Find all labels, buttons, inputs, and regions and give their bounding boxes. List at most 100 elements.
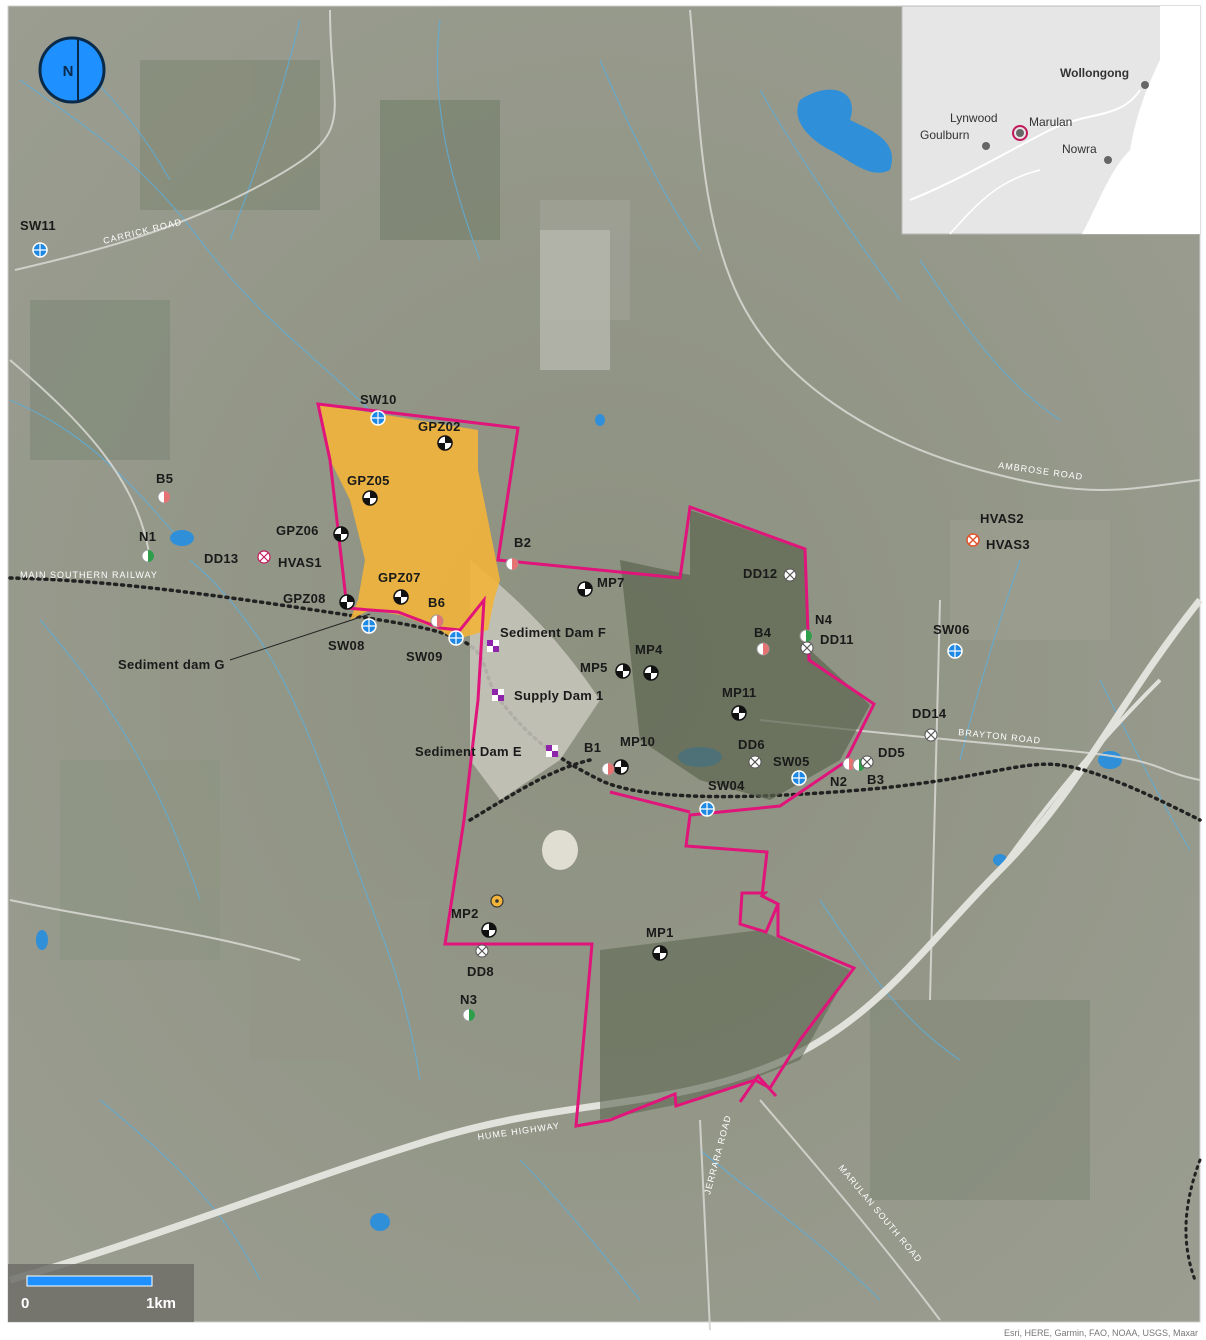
surface-water-marker[interactable]	[448, 630, 464, 646]
groundwater-marker[interactable]	[339, 594, 355, 610]
label-sw04: SW04	[708, 778, 745, 793]
mp-marker[interactable]	[481, 922, 497, 938]
inset-label-goulburn: Goulburn	[920, 128, 969, 142]
mp-marker[interactable]	[652, 945, 668, 961]
surface-water-marker[interactable]	[370, 410, 386, 426]
groundwater-marker[interactable]	[393, 589, 409, 605]
monitoring-point-markers	[333, 435, 747, 961]
hvas-marker[interactable]	[966, 533, 980, 547]
dam-marker[interactable]	[546, 745, 558, 757]
surface-water-marker[interactable]	[699, 801, 715, 817]
locator-inset-map[interactable]: Wollongong Lynwood Marulan Goulburn Nowr…	[901, 5, 1201, 235]
label-dd8: DD8	[467, 964, 494, 979]
surface-water-markers	[32, 242, 963, 817]
mp-marker[interactable]	[613, 759, 629, 775]
dust-marker[interactable]	[748, 755, 762, 769]
label-dd12: DD12	[743, 566, 777, 581]
dust-marker[interactable]	[783, 568, 797, 582]
label-dd11: DD11	[820, 632, 854, 647]
label-mp10: MP10	[620, 734, 655, 749]
label-mp5: MP5	[580, 660, 608, 675]
north-label: N	[63, 63, 74, 80]
label-sw11: SW11	[20, 218, 56, 233]
noise-marker[interactable]	[799, 629, 813, 643]
carrick-road-line	[14, 9, 336, 271]
scale-end-label: 1km	[146, 1295, 176, 1312]
noise-markers	[141, 549, 866, 1022]
label-b5: B5	[156, 471, 173, 486]
label-gpz02: GPZ02	[418, 419, 461, 434]
surface-water-marker[interactable]	[32, 242, 48, 258]
mp-marker[interactable]	[731, 705, 747, 721]
north-arrow: N	[38, 36, 106, 104]
label-b1: B1	[584, 740, 601, 755]
dam-marker[interactable]	[492, 689, 504, 701]
blast-markers	[157, 490, 856, 776]
surface-water-marker[interactable]	[947, 643, 963, 659]
inset-label-marulan: Marulan	[1029, 115, 1072, 129]
dam-marker[interactable]	[487, 640, 499, 652]
scale-bar-fill	[26, 1275, 153, 1287]
label-hvas1: HVAS1	[278, 555, 322, 570]
blast-marker[interactable]	[756, 642, 770, 656]
scale-bar: 0 1km	[8, 1264, 194, 1322]
label-n2: N2	[830, 774, 847, 789]
label-n4: N4	[815, 612, 833, 627]
label-b6: B6	[428, 595, 445, 610]
label-b4: B4	[754, 625, 772, 640]
label-sw08: SW08	[328, 638, 365, 653]
label-gpz08: GPZ08	[283, 591, 326, 606]
dust-marker[interactable]	[257, 550, 271, 564]
label-gpz07: GPZ07	[378, 570, 421, 585]
groundwater-marker[interactable]	[437, 435, 453, 451]
dust-marker[interactable]	[475, 944, 489, 958]
mp-marker[interactable]	[577, 581, 593, 597]
label-dd5: DD5	[878, 745, 905, 760]
label-b2: B2	[514, 535, 531, 550]
inset-dot-goulburn	[982, 142, 990, 150]
surface-water-marker[interactable]	[361, 618, 377, 634]
sediment-dam-g-leader	[229, 613, 371, 661]
dust-deposition-markers	[257, 533, 980, 958]
label-gpz05: GPZ05	[347, 473, 390, 488]
label-dd13: DD13	[204, 551, 238, 566]
label-mp1: MP1	[646, 925, 674, 940]
label-n1: N1	[139, 529, 156, 544]
project-boundary	[316, 402, 876, 1128]
dust-marker[interactable]	[860, 755, 874, 769]
label-b3: B3	[867, 772, 884, 787]
inset-ocean	[1082, 6, 1200, 234]
label-mp7: MP7	[597, 575, 625, 590]
label-hvas2: HVAS2	[980, 511, 1024, 526]
blast-marker[interactable]	[430, 614, 444, 628]
label-supply-dam-1: Supply Dam 1	[514, 688, 604, 703]
mp-marker[interactable]	[615, 663, 631, 679]
scale-start-label: 0	[21, 1295, 29, 1312]
blast-marker[interactable]	[505, 557, 519, 571]
label-mp2: MP2	[451, 906, 479, 921]
dust-marker[interactable]	[924, 728, 938, 742]
blast-marker[interactable]	[157, 490, 171, 504]
label-hvas3: HVAS3	[986, 537, 1030, 552]
label-mp11: MP11	[722, 685, 756, 700]
blast-marker[interactable]	[601, 762, 615, 776]
dam-markers	[487, 640, 558, 757]
orange-target-marker[interactable]	[490, 894, 504, 908]
label-sed-dam-f: Sediment Dam F	[500, 625, 606, 640]
label-sed-dam-g: Sediment dam G	[118, 657, 225, 672]
surface-water-marker[interactable]	[791, 770, 807, 786]
site-labels: SW11 SW10 GPZ02 GPZ05 B5 GPZ06 N1 DD13 H…	[20, 218, 1030, 1007]
noise-marker[interactable]	[462, 1008, 476, 1022]
road-label-railway: MAIN SOUTHERN RAILWAY	[20, 570, 158, 580]
inset-dot-wollongong	[1141, 81, 1149, 89]
label-mp4: MP4	[635, 642, 663, 657]
inset-dot-marulan	[1016, 129, 1024, 137]
groundwater-marker[interactable]	[362, 490, 378, 506]
noise-marker[interactable]	[141, 549, 155, 563]
mp-marker[interactable]	[643, 665, 659, 681]
label-sed-dam-e: Sediment Dam E	[415, 744, 522, 759]
dust-marker[interactable]	[800, 641, 814, 655]
streams	[9, 19, 1191, 1301]
groundwater-marker[interactable]	[333, 526, 349, 542]
